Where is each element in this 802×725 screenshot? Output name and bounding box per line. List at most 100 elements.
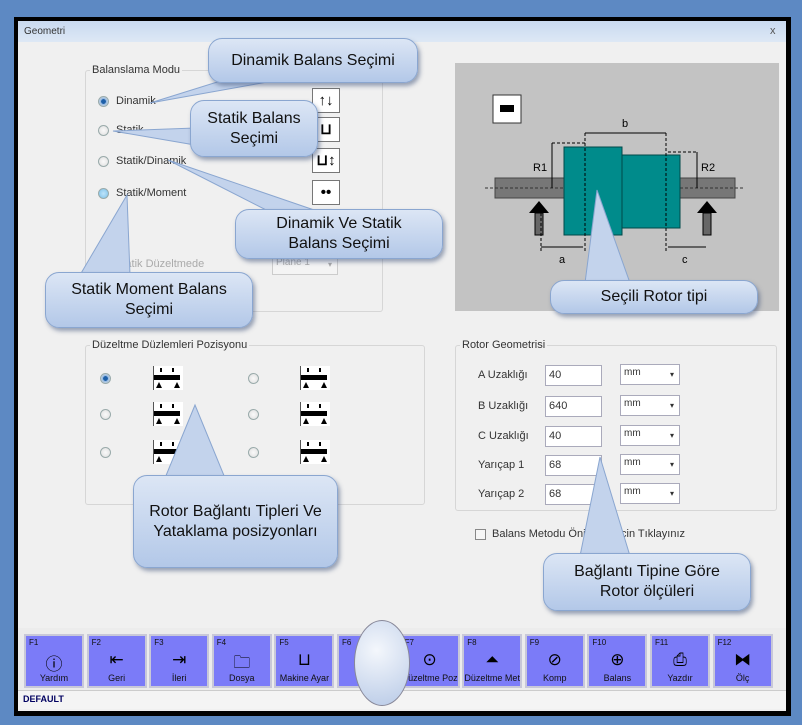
chevron-down-icon: ▾: [669, 401, 674, 410]
plane-position-radio-1[interactable]: [248, 373, 259, 384]
title-bar: [18, 21, 786, 42]
label-c: c: [682, 254, 688, 266]
toolbar-label: Balans: [603, 673, 632, 683]
unit-value: mm: [624, 486, 641, 497]
rotor-type-icon: [500, 105, 514, 112]
geometry-label-2: C Uzaklığı: [478, 430, 529, 442]
toolbar-label: Düzeltme Poz: [401, 673, 458, 683]
unit-value: mm: [624, 428, 641, 439]
preview-checkbox[interactable]: [475, 529, 486, 540]
correction-planes-legend: Düzeltme Düzlemleri Pozisyonu: [92, 339, 248, 351]
plane-position-icon-4: [153, 440, 183, 464]
toolbar-button-f5[interactable]: F5⊔Makine Ayar: [274, 634, 335, 688]
rotor-geometry-legend: Rotor Geometrisi: [462, 339, 546, 351]
toolbar-label: Komp: [543, 673, 567, 683]
callout-static: Statik Balans Seçimi: [190, 100, 318, 157]
plane-position-icon-3: [300, 402, 330, 426]
geometry-input-1[interactable]: 640: [545, 396, 602, 417]
plane-position-radio-2[interactable]: [100, 409, 111, 420]
toolbar-label: Yardım: [39, 673, 69, 683]
plane-position-radio-3[interactable]: [248, 409, 259, 420]
function-key: F9: [529, 638, 540, 647]
balance-mode-icon-3: ••: [312, 180, 340, 205]
balance-mode-icon-0: ↑↓: [312, 88, 340, 113]
balance-mode-legend: Balanslama Modu: [92, 64, 181, 76]
function-key: F2: [91, 638, 101, 647]
static-correction-label: Statik Düzeltmede: [115, 258, 205, 270]
toolbar-button-f2[interactable]: F2 ⇤ Geri: [86, 634, 147, 688]
toolbar-button-f8[interactable]: F8⏶Düzeltme Met: [462, 634, 523, 688]
toolbar-button-f9[interactable]: F9 ⊘ Komp: [524, 634, 585, 688]
unit-value: mm: [624, 398, 641, 409]
toolbar-label: İleri: [171, 673, 187, 683]
toolbar-label: Geri: [108, 673, 126, 683]
toolbar-icon-3: 🗀: [233, 653, 251, 672]
toolbar-button-f4[interactable]: F4🗀Dosya: [211, 634, 272, 688]
overlay-oval: [354, 620, 410, 706]
function-key: F12: [717, 638, 732, 647]
label-r1: R1: [533, 162, 547, 174]
toolbar-button-f11[interactable]: F11 ⎙ Yazdır: [650, 634, 710, 688]
plane-position-radio-4[interactable]: [100, 447, 111, 458]
toolbar-icon-9: ⊕: [610, 650, 625, 669]
plane-position-radio-5[interactable]: [248, 447, 259, 458]
balance-mode-label-1: Statik: [116, 124, 144, 136]
toolbar-button-f3[interactable]: F3⇥İleri: [149, 634, 210, 688]
function-key: F1: [29, 638, 39, 647]
toolbar-icon-1: ⇤: [109, 650, 124, 669]
toolbar-label: Ölç: [735, 673, 750, 683]
chevron-down-icon: ▾: [669, 370, 674, 379]
balance-mode-radio-0[interactable]: [98, 96, 109, 107]
unit-select-1[interactable]: mm ▾: [620, 395, 680, 416]
geometry-input-4[interactable]: 68: [545, 484, 602, 505]
plane-position-icon-2: [153, 402, 183, 426]
callout-dynamic: Dinamik Balans Seçimi: [208, 38, 418, 83]
callout-static-moment: Statik Moment Balans Seçimi: [45, 272, 253, 328]
label-b: b: [622, 118, 628, 130]
geometry-label-4: Yarıçap 2: [478, 488, 525, 500]
plane-position-radio-0[interactable]: [100, 373, 111, 384]
balance-mode-label-3: Statik/Moment: [116, 187, 187, 199]
toolbar-label: Yazdır: [667, 673, 693, 683]
geometry-input-2[interactable]: 40: [545, 426, 602, 447]
balance-mode-radio-2[interactable]: [98, 156, 109, 167]
plane-select-value: Plane 1: [276, 257, 310, 268]
unit-value: mm: [624, 367, 641, 378]
balance-mode-radio-3[interactable]: [98, 188, 109, 199]
balance-mode-label-2: Statik/Dinamik: [116, 155, 187, 167]
balance-mode-label-0: Dinamik: [116, 95, 156, 107]
function-key: F7: [404, 638, 414, 647]
toolbar-icon-8: ⊘: [547, 650, 562, 669]
preview-checkbox-label: Balans Metodu Önizleme İçin Tıklayınız: [492, 528, 685, 540]
unit-select-2[interactable]: mm▾: [620, 425, 680, 446]
label-r2: R2: [701, 162, 715, 174]
function-key: F10: [592, 638, 607, 647]
rotor-body-2: [621, 154, 681, 229]
geometry-input-0[interactable]: 40: [545, 365, 602, 386]
function-key: F8: [467, 638, 477, 647]
toolbar-icon-10: ⎙: [673, 650, 687, 669]
callout-rotor-type: Seçili Rotor tipi: [550, 280, 758, 314]
unit-select-4[interactable]: mm▾: [620, 483, 680, 504]
close-icon[interactable]: x: [770, 25, 776, 37]
toolbar-icon-0: ⓘ: [45, 655, 63, 674]
function-key: F11: [655, 638, 669, 647]
rotor-geometry-group: Rotor Geometrisi: [455, 339, 777, 511]
toolbar-icon-11: ⧓: [734, 650, 752, 669]
toolbar-label: Dosya: [229, 673, 255, 683]
chevron-down-icon: ▾: [669, 460, 674, 469]
label-a: a: [559, 254, 566, 266]
unit-select-3[interactable]: mm▾: [620, 454, 680, 475]
unit-select-0[interactable]: mm ▾: [620, 364, 680, 385]
plane-position-icon-5: [300, 440, 330, 464]
geometry-input-3[interactable]: 68: [545, 455, 602, 476]
toolbar-icon-4: ⊔: [297, 650, 312, 669]
toolbar-button-f10[interactable]: F10⊕ Balans: [587, 634, 648, 688]
callout-rotor-dimensions: Bağlantı Tipine Göre Rotor ölçüleri: [543, 553, 751, 611]
geometry-label-1: B Uzaklığı: [478, 400, 529, 412]
geometry-label-3: Yarıçap 1: [478, 459, 525, 471]
toolbar-label: Düzeltme Met: [464, 673, 520, 683]
toolbar-button-f12[interactable]: F12⧓ Ölç: [712, 634, 773, 688]
balance-mode-radio-1[interactable]: [98, 125, 109, 136]
